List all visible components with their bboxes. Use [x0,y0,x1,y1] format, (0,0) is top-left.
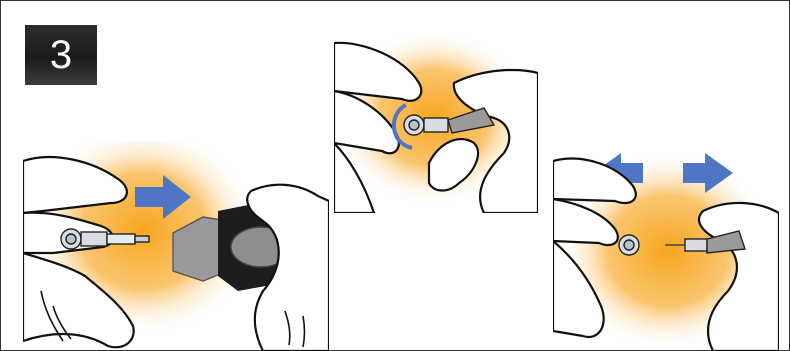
arrow-right-icon [135,175,191,219]
pen-needle [60,228,150,250]
right-hand [246,183,329,351]
needle-cap-part [618,234,640,256]
needle-body-part [665,230,746,254]
right-hand-creases [284,310,306,348]
left-hand [553,157,637,339]
arrow-right-icon [683,153,733,193]
panel-separate [553,151,779,351]
step-number: 3 [49,32,73,77]
left-hand [334,41,423,213]
step-number-badge: 3 [25,25,97,85]
panel-twist-cap [334,33,538,213]
rotate-arrow-icon [391,103,413,150]
hand-creases [40,290,72,342]
panel-insert-needle [23,141,329,351]
pen-needle [403,107,496,136]
